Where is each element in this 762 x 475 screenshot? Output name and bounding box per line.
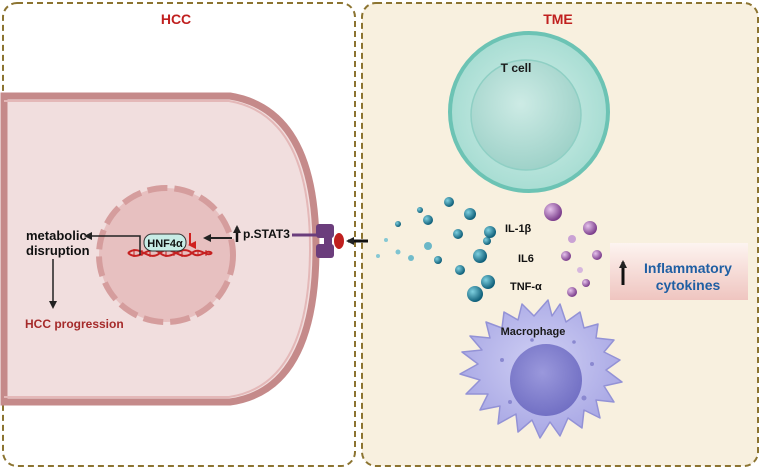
t-cell-nucleus: [470, 59, 582, 171]
cytokine-dot: [544, 203, 562, 221]
cytokine-dot: [395, 249, 401, 255]
cytokine-dot: [484, 226, 496, 238]
cytokine-dot: [483, 237, 491, 245]
cell-membrane-highlight: [4, 100, 312, 398]
cytokine-dot: [481, 275, 495, 289]
cytokine-dot: [455, 265, 465, 275]
cytokine-dot: [464, 208, 476, 220]
cytokine-dot: [376, 254, 380, 258]
hcc-panel-title: HCC: [161, 11, 191, 27]
cytokine-dot: [467, 286, 483, 302]
inflammatory-label-line1: Inflammatory: [644, 260, 732, 276]
cytokine-dot: [453, 229, 463, 239]
inflammatory-box: [610, 243, 748, 300]
nucleus-to-metabolic-arrow: [84, 232, 141, 255]
blue-cytokines: [376, 197, 496, 302]
cytokine-dot: [582, 279, 590, 287]
purple-cytokines: [544, 203, 602, 297]
macrophage-label: Macrophage: [501, 326, 566, 338]
cytokine-dot: [444, 197, 454, 207]
cytokine-dot: [424, 242, 432, 250]
inflammatory-label-line2: cytokines: [656, 277, 721, 293]
pstat3-label: p.STAT3: [243, 227, 290, 241]
macrophage-nucleus: [510, 344, 582, 416]
cytokine-dot: [577, 267, 583, 273]
cytokine-dot: [567, 287, 577, 297]
cytokine-label-il6: IL6: [518, 253, 534, 265]
cytokine-receptor-icon: [292, 224, 344, 258]
hcc-progression-label: HCC progression: [25, 317, 124, 331]
cytokine-dot: [434, 256, 442, 264]
cytokine-dot: [592, 250, 602, 260]
cytokine-dot: [473, 249, 487, 263]
cytokine-dot: [568, 235, 576, 243]
cytokine-dot: [384, 238, 388, 242]
metabolic-label-line2: disruption: [26, 243, 90, 258]
tme-panel-title: TME: [543, 11, 573, 27]
cytokine-dot: [417, 207, 423, 213]
hnf4a-label: HNF4α: [147, 238, 183, 250]
cytokine-dot: [423, 215, 433, 225]
cytokine-label-il1b: IL-1β: [505, 223, 532, 235]
cytokine-dot: [583, 221, 597, 235]
hnf4a-label-box: [143, 233, 187, 252]
nuclear-envelope: [96, 185, 236, 325]
cytokine-dot: [395, 221, 401, 227]
macrophage: [459, 299, 623, 439]
metabolic-label-line1: metabolic: [26, 228, 87, 243]
cytokine-dot: [561, 251, 571, 261]
cytokine-dot: [408, 255, 414, 261]
t-cell-label: T cell: [501, 61, 532, 75]
cytokine-label-tnfa: TNF-α: [510, 281, 542, 293]
